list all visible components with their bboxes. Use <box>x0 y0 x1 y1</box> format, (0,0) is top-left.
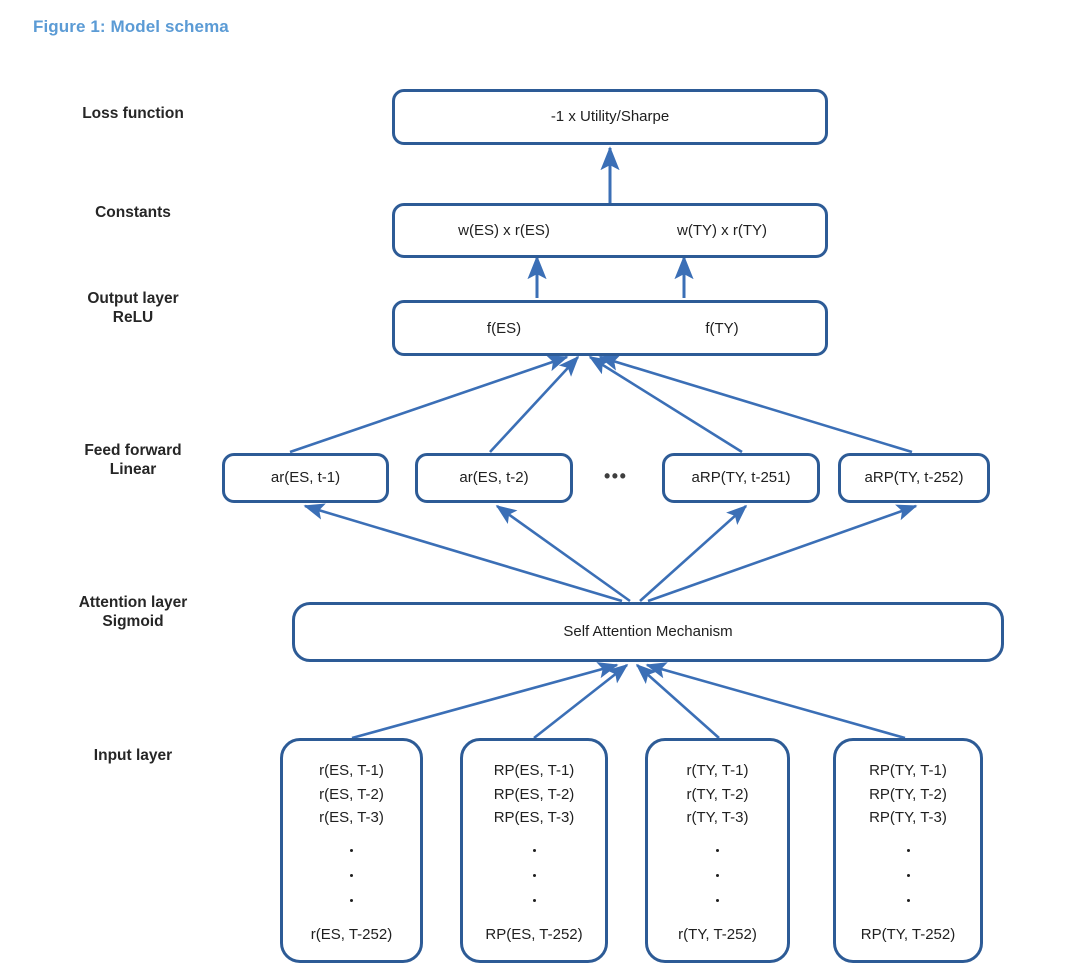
input-2-line-last: r(TY, T-252) <box>678 926 757 944</box>
node-feed-forward-0-label: ar(ES, t-1) <box>270 468 341 486</box>
row-label-feed-forward: Feed forward Linear <box>84 442 182 478</box>
input-0-vertical-ellipsis-icon <box>350 838 353 913</box>
input-0-line-0: r(ES, T-1) <box>319 762 384 779</box>
node-constants-right: w(TY) x r(TY) <box>677 222 767 239</box>
node-constants[interactable]: w(ES) x r(ES) w(TY) x r(TY) <box>392 203 828 258</box>
input-2-line-0: r(TY, T-1) <box>686 762 749 779</box>
row-label-attention-layer: Attention layer Sigmoid <box>78 594 188 630</box>
node-output-right: f(TY) <box>705 319 739 337</box>
node-output-left: f(ES) <box>486 319 522 337</box>
input-1-line-1: RP(ES, T-2) <box>493 785 575 803</box>
node-constants-left: w(ES) x r(ES) <box>458 222 550 239</box>
node-attention-layer-label: Self Attention Mechanism <box>563 622 733 640</box>
node-input-column-2[interactable]: r(TY, T-1) r(TY, T-2) r(TY, T-3) r(TY, T… <box>645 738 790 963</box>
node-input-column-3[interactable]: RP(TY, T-1) RP(TY, T-2) RP(TY, T-3) RP(T… <box>833 738 983 963</box>
node-feed-forward-1-label: ar(ES, t-2) <box>459 468 529 486</box>
input-1-line-0: RP(ES, T-1) <box>493 762 575 779</box>
feed-forward-ellipsis: ••• <box>604 466 628 486</box>
input-3-line-2: RP(TY, T-3) <box>869 809 947 827</box>
node-output-layer[interactable]: f(ES) f(TY) <box>392 300 828 356</box>
input-0-line-2: r(ES, T-3) <box>319 809 384 827</box>
input-3-line-1: RP(TY, T-2) <box>869 785 947 803</box>
row-label-input-layer: Input layer <box>93 747 173 764</box>
row-label-loss-function: Loss function <box>82 105 184 122</box>
input-3-vertical-ellipsis-icon <box>906 838 910 913</box>
node-feed-forward-3[interactable]: aRP(TY, t-252) <box>838 453 990 503</box>
input-2-line-1: r(TY, T-2) <box>686 785 749 803</box>
input-3-line-0: RP(TY, T-1) <box>869 762 947 779</box>
input-2-vertical-ellipsis-icon <box>716 838 719 913</box>
input-1-line-last: RP(ES, T-252) <box>485 926 583 944</box>
input-0-line-last: r(ES, T-252) <box>310 926 393 944</box>
node-feed-forward-2[interactable]: aRP(TY, t-251) <box>662 453 820 503</box>
node-input-column-1[interactable]: RP(ES, T-1) RP(ES, T-2) RP(ES, T-3) RP(E… <box>460 738 608 963</box>
input-2-line-2: r(TY, T-3) <box>686 809 749 827</box>
input-1-vertical-ellipsis-icon <box>532 838 536 913</box>
node-attention-layer[interactable]: Self Attention Mechanism <box>292 602 1004 662</box>
input-0-line-1: r(ES, T-2) <box>319 785 384 803</box>
page-title: Figure 1: Model schema <box>33 17 229 36</box>
node-feed-forward-0[interactable]: ar(ES, t-1) <box>222 453 389 503</box>
node-input-column-0[interactable]: r(ES, T-1) r(ES, T-2) r(ES, T-3) r(ES, T… <box>280 738 423 963</box>
input-3-line-last: RP(TY, T-252) <box>860 926 956 944</box>
node-feed-forward-1[interactable]: ar(ES, t-2) <box>415 453 573 503</box>
node-loss-function-label: -1 x Utility/Sharpe <box>550 107 670 125</box>
node-feed-forward-2-label: aRP(TY, t-251) <box>691 468 791 486</box>
input-1-line-2: RP(ES, T-3) <box>493 809 575 827</box>
node-feed-forward-3-label: aRP(TY, t-252) <box>864 468 964 486</box>
node-loss-function[interactable]: -1 x Utility/Sharpe <box>392 89 828 145</box>
row-label-output-layer: Output layer ReLU <box>87 290 179 326</box>
row-label-constants: Constants <box>95 204 171 221</box>
